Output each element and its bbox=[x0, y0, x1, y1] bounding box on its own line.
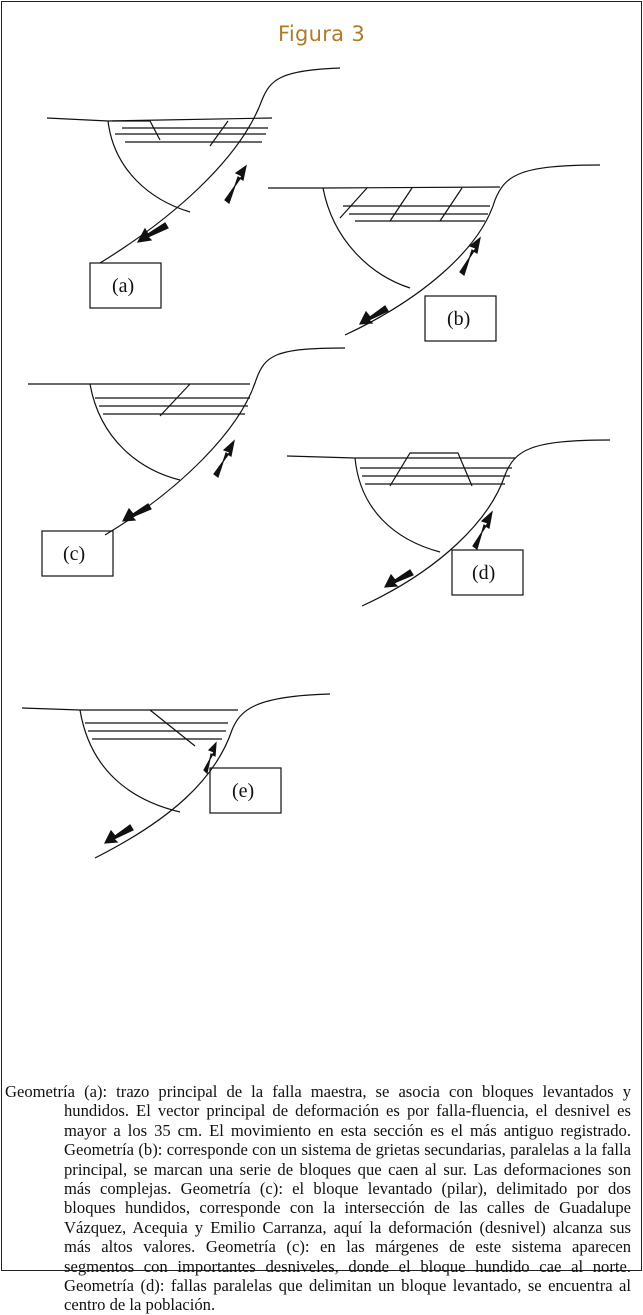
arrow-up-icon bbox=[224, 164, 247, 204]
arrow-up-icon bbox=[213, 439, 235, 478]
diagram-e: (e) bbox=[21, 693, 331, 859]
diagram-c: (c) bbox=[28, 347, 346, 577]
figure-title: Figura 3 bbox=[278, 22, 365, 46]
arrow-up-icon bbox=[459, 236, 481, 276]
arrow-down-icon bbox=[383, 569, 414, 588]
label-box-b bbox=[424, 295, 497, 342]
geologic-diagrams: (a) (b) (c) bbox=[21, 67, 611, 859]
diagram-b: (b) bbox=[268, 164, 601, 342]
label-c: (c) bbox=[63, 543, 85, 565]
arrow-down-icon bbox=[121, 503, 152, 522]
diagram-a: (a) bbox=[46, 67, 341, 309]
label-box-e bbox=[209, 767, 282, 814]
label-box-c bbox=[41, 530, 114, 577]
diagram-d: (d) bbox=[286, 439, 611, 607]
figure-caption: Geometría (a): trazo principal de la fal… bbox=[5, 1082, 631, 1315]
label-box-d bbox=[451, 549, 524, 596]
figure-frame bbox=[1, 1, 642, 1271]
label-a: (a) bbox=[112, 275, 134, 297]
arrow-down-icon bbox=[103, 824, 134, 844]
label-box-a bbox=[89, 262, 162, 309]
arrow-down-icon bbox=[358, 305, 389, 325]
arrow-up-icon bbox=[203, 741, 217, 775]
label-e: (e) bbox=[232, 780, 254, 802]
label-d: (d) bbox=[472, 562, 495, 584]
label-b: (b) bbox=[447, 308, 470, 330]
arrow-down-icon bbox=[136, 222, 169, 243]
arrow-up-icon bbox=[472, 510, 493, 550]
